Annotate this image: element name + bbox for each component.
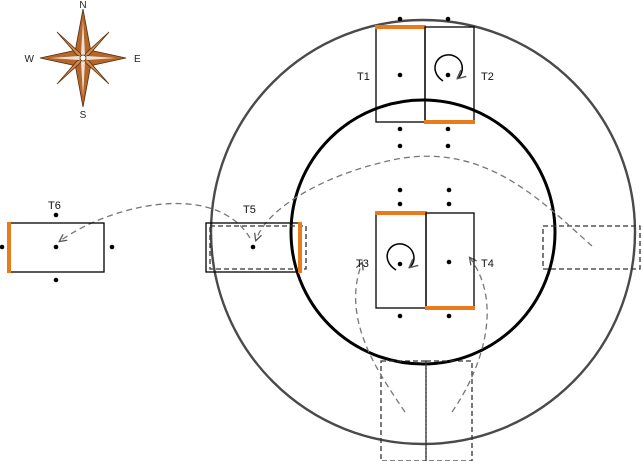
dashed-position-right (542, 225, 641, 270)
movement-paths (60, 155, 593, 413)
table-t4: T4 (425, 187, 494, 319)
path-right-to-t5 (256, 155, 593, 247)
inner-circle (289, 98, 557, 366)
dashed-position-bottom-left (380, 360, 427, 461)
table-t2: T2 (424, 16, 494, 149)
path-t5-to-t6 (60, 202, 251, 241)
table-label-t1: T1 (357, 71, 370, 83)
compass-south-label: S (80, 110, 87, 121)
dashed-position-bottom-right (425, 360, 473, 461)
table-t5: T5 (205, 204, 302, 273)
table-label-t4: T4 (481, 258, 494, 270)
compass-north-label: N (79, 0, 86, 11)
compass-east-label: E (134, 54, 141, 65)
rotation-arrow-icon (386, 243, 414, 271)
compass-star-icon (39, 8, 127, 108)
path-bottom-to-t4 (451, 258, 488, 413)
table-t1: T1 (357, 16, 426, 149)
outer-circle (209, 18, 637, 446)
rotation-arrow-icon (434, 54, 462, 82)
table-label-t3: T3 (356, 258, 369, 270)
dashed-position-t5 (209, 225, 307, 270)
table-t3: T3 (356, 187, 427, 319)
table-label-t6: T6 (48, 200, 61, 212)
compass-west-label: W (25, 54, 35, 65)
table-label-t5: T5 (243, 204, 256, 216)
table-t6: T6 (0, 200, 115, 283)
compass-rose-icon: N S E W (25, 0, 141, 121)
table-label-t2: T2 (481, 71, 494, 83)
path-bottom-to-t3 (354, 263, 406, 413)
